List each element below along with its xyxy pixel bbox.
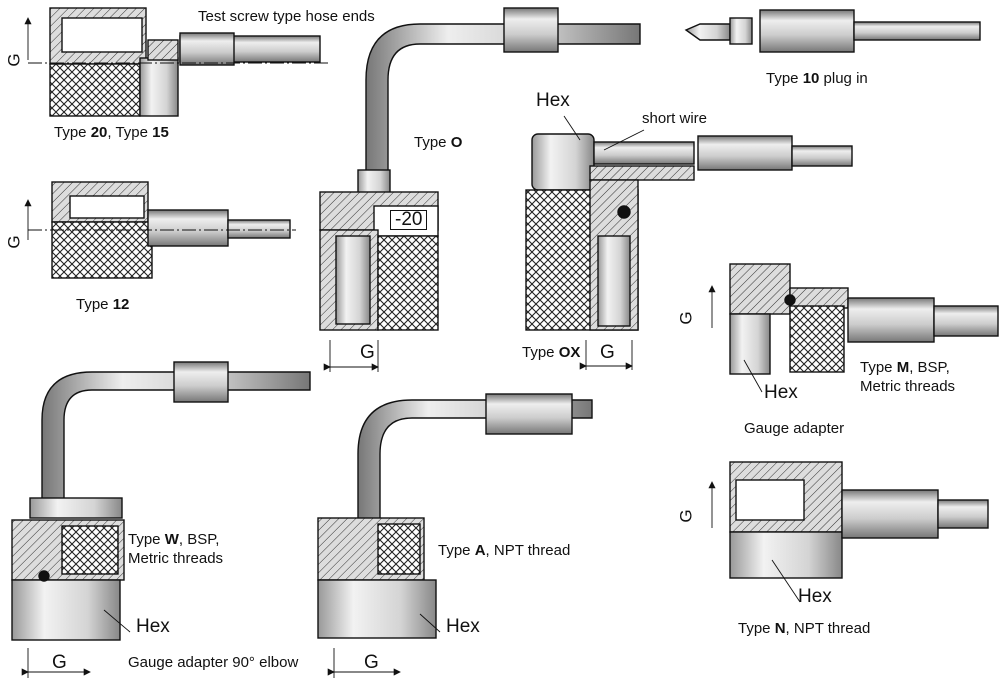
label-type-w: Type W, BSP,Metric threads	[128, 531, 224, 567]
g-label: G	[52, 652, 67, 673]
size-marking: -20	[390, 210, 428, 230]
label-type-n: Type N, NPT thread	[738, 620, 871, 637]
hex-leader	[771, 559, 801, 603]
hex-leader	[563, 115, 581, 141]
label-type-a: Type A, NPT thread	[438, 542, 571, 559]
g-label: G	[676, 509, 696, 523]
type-12-fitting	[28, 181, 296, 279]
label-short-wire: short wire	[642, 110, 708, 127]
hex-leader	[103, 609, 131, 633]
g-label: G	[4, 53, 24, 67]
g-label: G	[360, 342, 375, 363]
hex-label: Hex	[798, 586, 832, 607]
hex-label: Hex	[764, 382, 798, 403]
hex-label: Hex	[536, 90, 570, 111]
diagram-title: Test screw type hose ends	[198, 8, 375, 25]
hex-leader	[419, 613, 441, 633]
type-w-elbow	[11, 361, 311, 678]
label-gauge-adapter-elbow: Gauge adapter 90° elbow	[128, 654, 299, 671]
type-m-gauge-adapter	[729, 263, 999, 375]
hex-label: Hex	[446, 616, 480, 637]
label-type-20-15: Type 20, Type 15	[54, 124, 169, 141]
g-label: G	[364, 652, 379, 673]
g-label: G	[600, 342, 615, 363]
type-a-elbow	[317, 393, 593, 678]
short-wire-leader	[603, 129, 645, 151]
type-n-gauge-adapter	[729, 461, 989, 579]
label-type-o: Type O	[414, 134, 463, 151]
label-type-12: Type 12	[76, 296, 130, 313]
hex-label: Hex	[136, 616, 170, 637]
type-20-15-fitting	[28, 7, 330, 117]
hex-leader	[743, 359, 763, 393]
type-o-fitting	[319, 7, 641, 372]
g-label: G	[4, 235, 24, 249]
label-gauge-adapter: Gauge adapter	[744, 420, 845, 437]
label-type-10: Type 10 plug in	[766, 70, 868, 87]
type-10-plug	[684, 9, 981, 53]
label-type-ox: Type OX	[522, 344, 581, 361]
label-type-m: Type M, BSP,Metric threads	[860, 359, 956, 395]
type-ox-fitting	[525, 133, 853, 370]
g-label: G	[676, 311, 696, 325]
